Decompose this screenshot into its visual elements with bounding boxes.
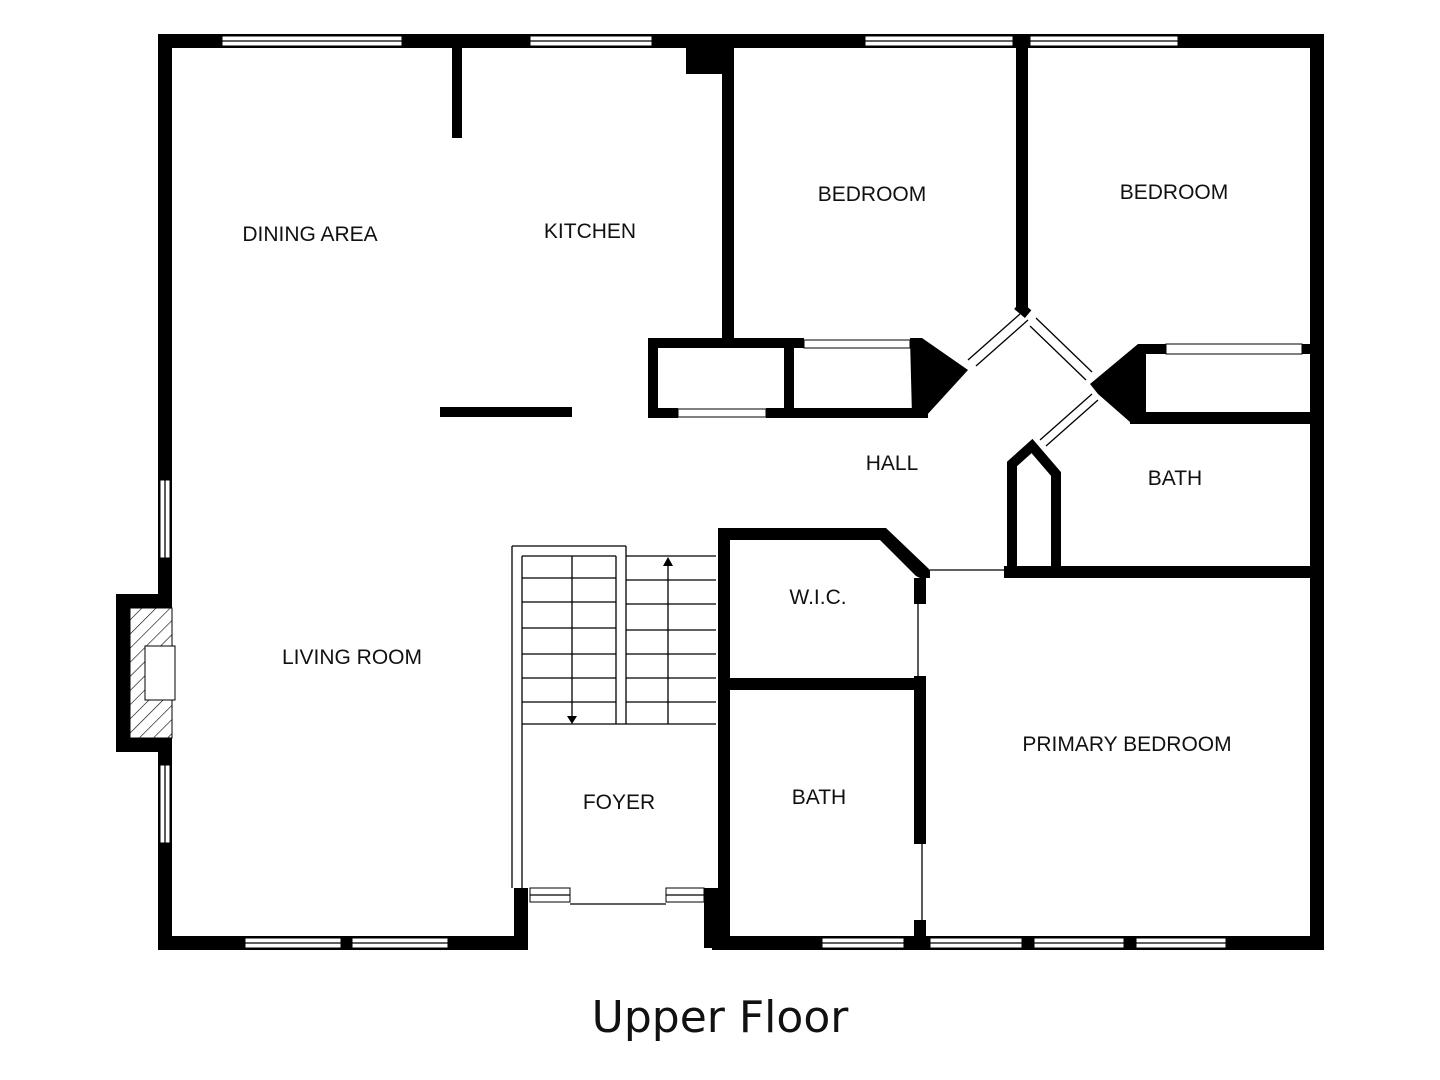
top-windows bbox=[221, 35, 1179, 47]
floor-title: Upper Floor bbox=[592, 992, 850, 1043]
kitchen-label: KITCHEN bbox=[544, 220, 636, 243]
bedroom-2-label: BEDROOM bbox=[1120, 181, 1229, 204]
hall-bath-label: BATH bbox=[1148, 467, 1202, 490]
primary-bedroom-label: PRIMARY BEDROOM bbox=[1022, 733, 1231, 756]
bottom-windows bbox=[244, 937, 1227, 949]
bedroom-1-label: BEDROOM bbox=[818, 183, 927, 206]
interior-walls bbox=[440, 48, 1312, 948]
room-labels: DINING AREA KITCHEN BEDROOM BEDROOM HALL… bbox=[242, 181, 1231, 814]
foyer-label: FOYER bbox=[583, 791, 655, 814]
fireplace bbox=[116, 594, 176, 752]
wic-label: W.I.C. bbox=[789, 586, 846, 609]
staircase bbox=[511, 545, 716, 888]
left-windows bbox=[159, 479, 171, 844]
dining-area-label: DINING AREA bbox=[242, 223, 377, 246]
hall-label: HALL bbox=[866, 452, 919, 475]
primary-bath-label: BATH bbox=[792, 786, 846, 809]
living-room-label: LIVING ROOM bbox=[282, 646, 422, 669]
exterior-walls bbox=[158, 34, 1324, 950]
